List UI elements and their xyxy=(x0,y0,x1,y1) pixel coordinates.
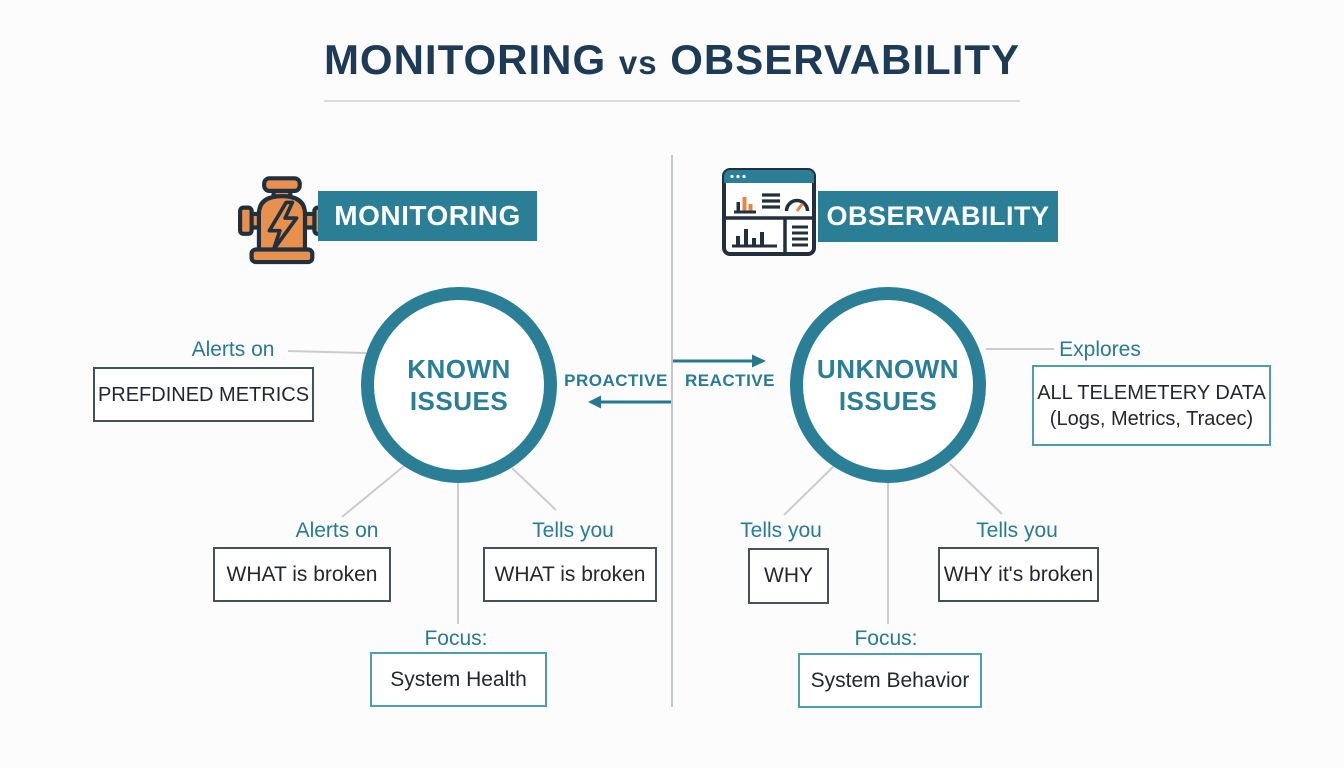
unknown-issues-circle: UNKNOWN ISSUES xyxy=(790,287,986,483)
connector-unknown-to-tellsyou-2 xyxy=(949,463,1003,515)
what-is-broken-box-2: WHAT is broken xyxy=(483,547,657,602)
observability-header-label: OBSERVABILITY xyxy=(826,201,1050,231)
why-box: WHY xyxy=(748,548,829,604)
title-vs: vs xyxy=(618,44,658,81)
focus-right-label: Focus: xyxy=(854,627,918,650)
known-issues-circle: KNOWN ISSUES xyxy=(361,287,557,483)
pump-alert-icon xyxy=(238,176,328,265)
title-observability: OBSERVABILITY xyxy=(670,36,1021,83)
known-issues-line2: ISSUES xyxy=(409,386,509,416)
tells-you-right-label-2: Tells you xyxy=(976,519,1058,542)
reactive-label: REACTIVE xyxy=(685,371,775,390)
connector-unknown-to-tellsyou-1 xyxy=(783,465,835,516)
telemetry-data-line2: (Logs, Metrics, Tracec) xyxy=(1049,407,1254,430)
dashboard-icon xyxy=(722,168,816,256)
why-its-broken-text: WHY it's broken xyxy=(943,562,1094,586)
tells-you-left-label: Tells you xyxy=(532,519,614,542)
why-text: WHY xyxy=(764,564,813,588)
system-behavior-box: System Behavior xyxy=(798,653,982,708)
title-monitoring: MONITORING xyxy=(323,36,607,83)
why-its-broken-box: WHY it's broken xyxy=(938,547,1099,602)
page-title: MONITORING vs OBSERVABILITY xyxy=(0,36,1344,84)
connector-known-to-alerts xyxy=(341,465,405,518)
focus-left-label: Focus: xyxy=(424,627,488,650)
system-health-box: System Health xyxy=(370,652,547,707)
unknown-issues-line2: ISSUES xyxy=(838,386,938,416)
proactive-label: PROACTIVE xyxy=(564,371,668,390)
reactive-arrowhead-icon xyxy=(752,354,766,368)
explores-label: Explores xyxy=(1059,338,1141,361)
what-is-broken-text-1: WHAT is broken xyxy=(226,562,378,586)
unknown-issues-line1: UNKNOWN xyxy=(816,353,960,384)
what-is-broken-box-1: WHAT is broken xyxy=(213,547,391,602)
system-health-text: System Health xyxy=(390,667,527,691)
what-is-broken-text-2: WHAT is broken xyxy=(494,562,646,586)
telemetry-data-box: ALL TELEMETERY DATA (Logs, Metrics, Trac… xyxy=(1032,365,1271,446)
known-issues-line1: KNOWN xyxy=(407,353,511,384)
alerts-on-bottom-label: Alerts on xyxy=(295,519,379,542)
predefined-metrics-text: PREFDINED METRICS xyxy=(97,383,310,406)
predefined-metrics-box: PREFDINED METRICS xyxy=(93,367,314,422)
alerts-on-top-label: Alerts on xyxy=(191,338,275,361)
connector-known-to-tellsyou xyxy=(511,467,557,511)
tells-you-right-label-1: Tells you xyxy=(740,519,822,542)
system-behavior-text: System Behavior xyxy=(810,668,970,692)
title-underline xyxy=(324,100,1020,102)
monitoring-header-label: MONITORING xyxy=(334,200,521,231)
center-divider xyxy=(671,155,673,707)
observability-header-banner: OBSERVABILITY xyxy=(818,191,1058,242)
proactive-arrowhead-icon xyxy=(588,395,601,409)
telemetry-data-line1: ALL TELEMETERY DATA xyxy=(1037,381,1266,404)
monitoring-header-banner: MONITORING xyxy=(318,191,537,241)
